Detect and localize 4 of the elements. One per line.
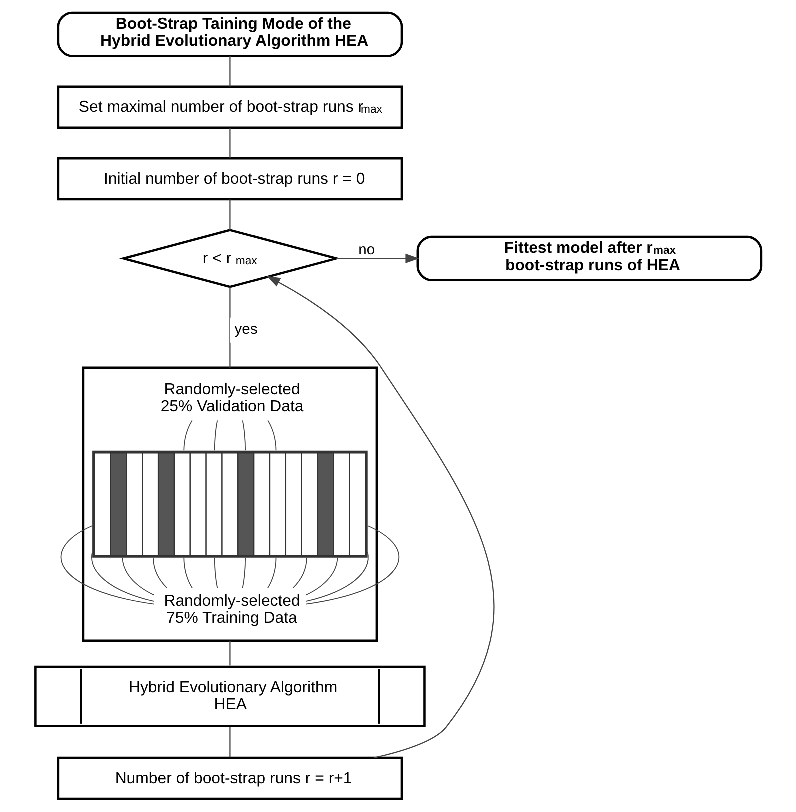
edge-label: yes [234, 322, 258, 338]
node-text: Randomly-selected 25% Validation Data [160, 381, 304, 416]
node-text: Randomly-selected 75% Training Data [164, 592, 300, 627]
edge-label: no [358, 242, 376, 259]
